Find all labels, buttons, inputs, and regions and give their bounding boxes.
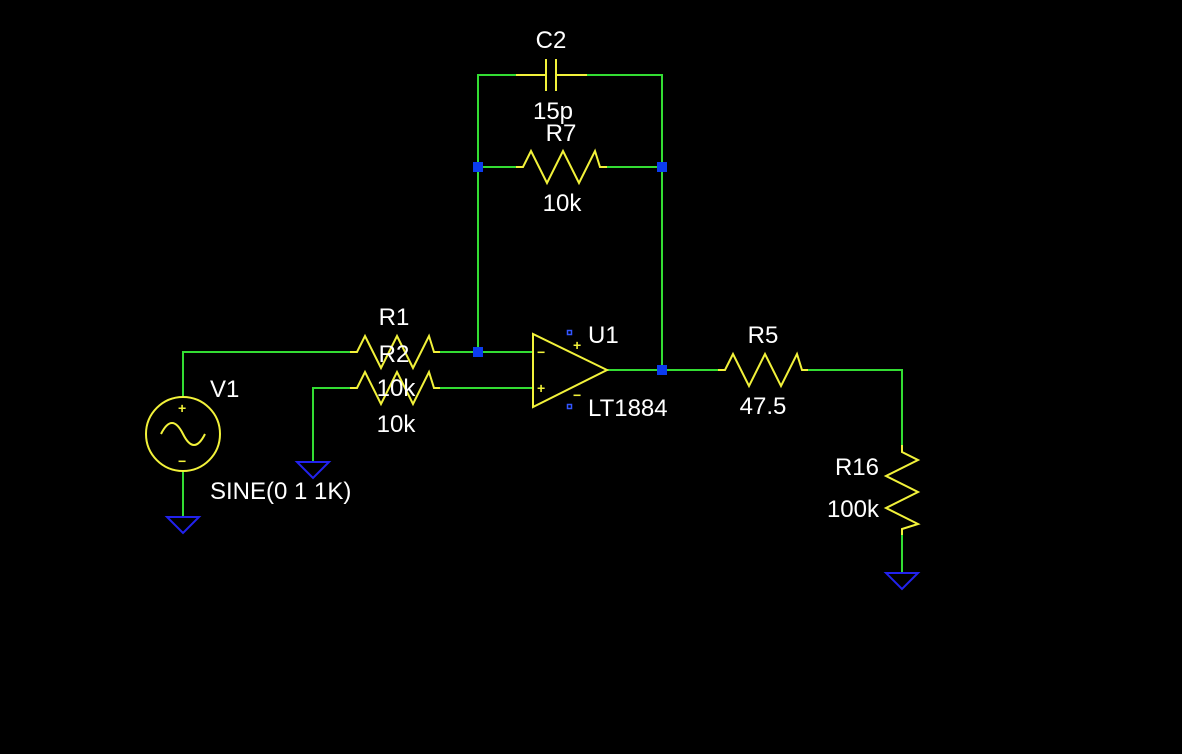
r1-name-label: R1 [379, 304, 410, 331]
ground-icon-v1[interactable] [164, 516, 202, 535]
opamp-vneg-pin[interactable] [566, 403, 573, 410]
v1-pos-sign: + [178, 400, 186, 416]
v1-neg-sign: − [178, 453, 186, 469]
u1-name-label: U1 [588, 322, 619, 349]
junction-node-output[interactable] [657, 365, 667, 375]
voltage-source-v1[interactable]: + − [145, 396, 221, 472]
r1-value-label: 10k [377, 375, 417, 402]
u1-model-label: LT1884 [588, 395, 668, 422]
junction-node-inv-input[interactable] [473, 347, 483, 357]
opamp-u1[interactable]: − + + − [532, 329, 610, 410]
resistor-r5[interactable] [718, 351, 808, 389]
c2-name-label: C2 [536, 27, 567, 54]
r7-name-label: R7 [546, 120, 577, 147]
v1-value-label: SINE(0 1 1K) [210, 478, 351, 505]
wire-c2-left[interactable] [477, 74, 516, 352]
sine-wave-icon [160, 422, 206, 446]
opamp-inv-sign: − [537, 344, 545, 360]
resistor-r2[interactable] [350, 369, 440, 407]
opamp-noninv-sign: + [537, 380, 545, 396]
resistor-r16[interactable] [883, 445, 921, 535]
wires [182, 74, 903, 573]
junction-node-r7-left[interactable] [473, 162, 483, 172]
r16-value-label: 100k [827, 496, 880, 523]
r2-value-label: 10k [377, 411, 417, 438]
v1-name-label: V1 [210, 376, 239, 403]
opamp-vpos-sign: + [573, 337, 581, 353]
wire-r2-gnd[interactable] [312, 387, 350, 462]
wire-r5-r16[interactable] [808, 369, 903, 445]
r16-name-label: R16 [835, 454, 879, 481]
r5-value-label: 47.5 [740, 393, 787, 420]
r7-value-label: 10k [543, 190, 583, 217]
resistor-r7[interactable] [516, 148, 607, 186]
ground-icon-r2[interactable] [294, 461, 332, 480]
wire-c2-right[interactable] [587, 74, 663, 370]
ground-icon-r16[interactable] [883, 572, 921, 591]
opamp-vpos-pin[interactable] [566, 329, 573, 336]
r2-name-label: R2 [379, 341, 410, 368]
c2-value-label: 15p [533, 98, 573, 125]
resistor-r1[interactable] [350, 333, 440, 371]
junction-node-r7-right[interactable] [657, 162, 667, 172]
component-labels: C2 15p R7 10k R1 R2 10k 10k U1 LT1884 R5… [210, 27, 880, 523]
opamp-vneg-sign: − [573, 387, 581, 403]
wire-v1-r1[interactable] [182, 351, 350, 397]
capacitor-c2[interactable] [516, 59, 587, 91]
r5-name-label: R5 [748, 322, 779, 349]
v1-source-body [145, 396, 221, 472]
